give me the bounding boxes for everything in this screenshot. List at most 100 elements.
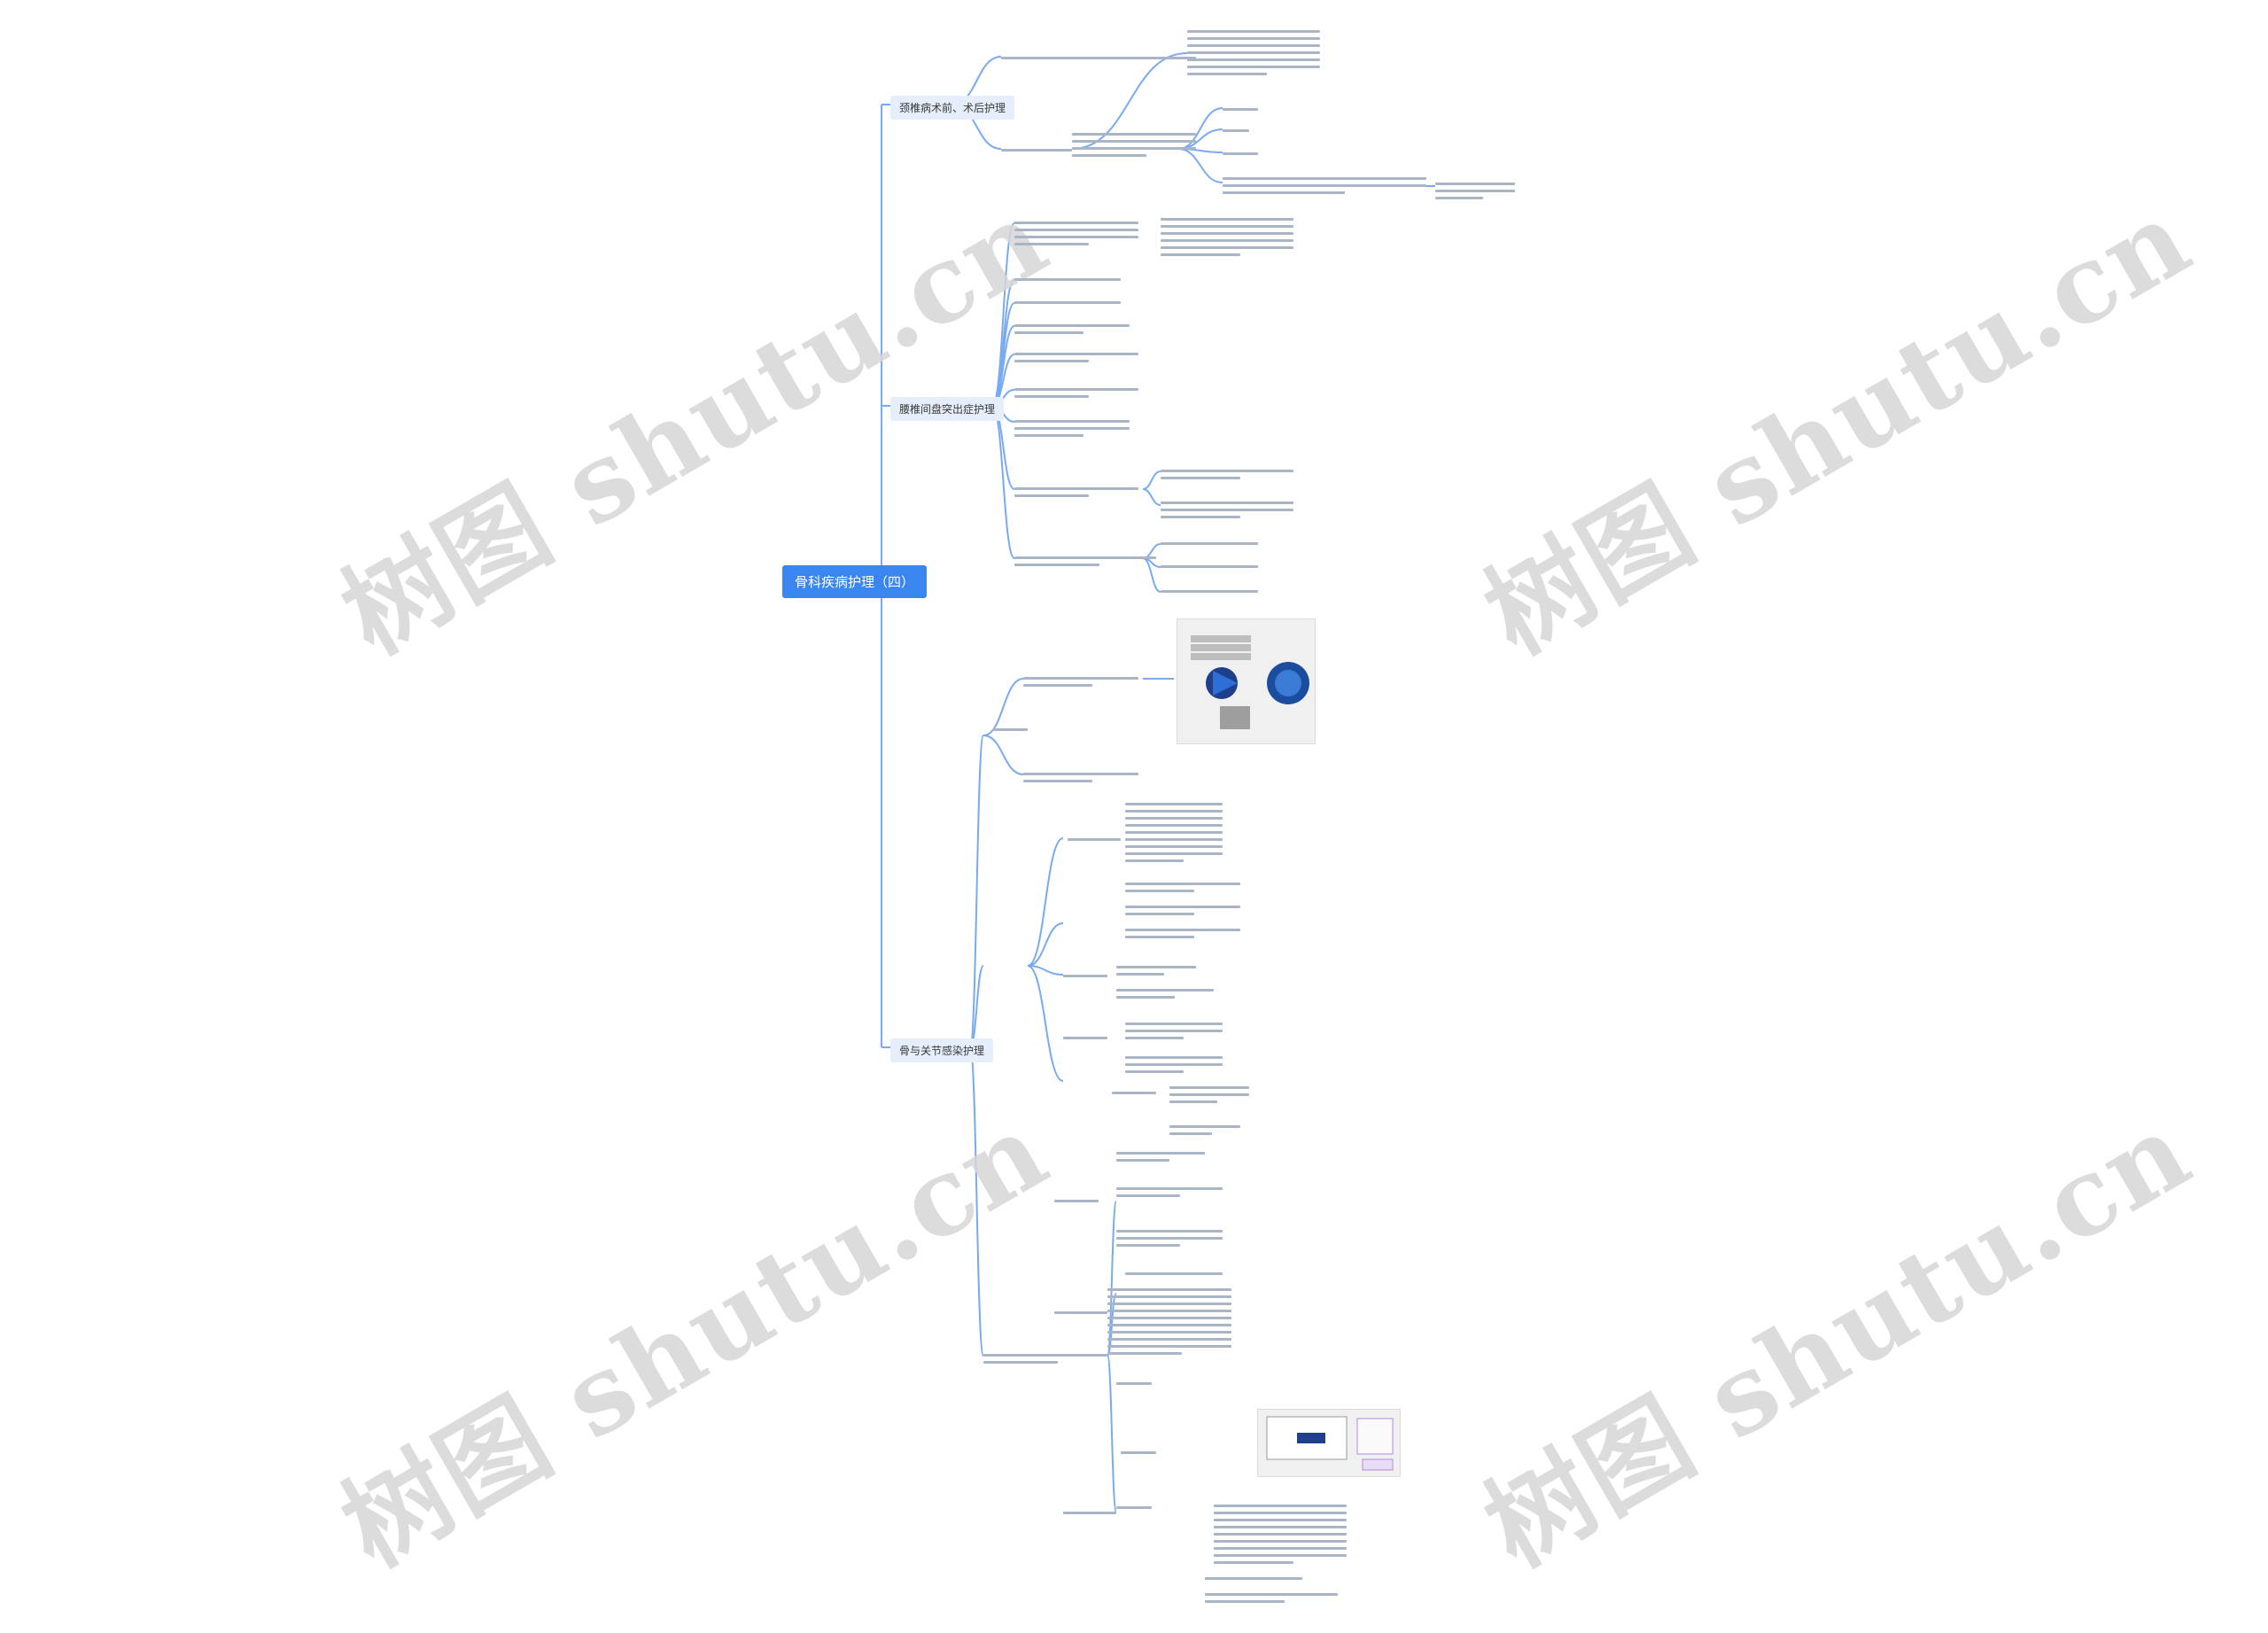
leaf-text-line bbox=[1214, 1526, 1347, 1528]
branch-cervical[interactable]: 颈椎病术前、术后护理 bbox=[890, 96, 1015, 120]
connector bbox=[969, 735, 984, 1048]
leaf-text-line bbox=[1054, 1200, 1099, 1202]
connector bbox=[1107, 1355, 1117, 1512]
leaf-text-line bbox=[1107, 1317, 1231, 1319]
leaf-text-line bbox=[1187, 51, 1320, 54]
leaf-text-line bbox=[1187, 66, 1320, 68]
leaf-text-line bbox=[1125, 1030, 1223, 1032]
leaf-text-line bbox=[1107, 1295, 1231, 1298]
leaf-text-line bbox=[1161, 542, 1258, 545]
leaf-text-line bbox=[1072, 140, 1196, 143]
leaf-text-line bbox=[1169, 1132, 1212, 1135]
leaf-text-line bbox=[1116, 1159, 1169, 1162]
leaf-text-line bbox=[1116, 1152, 1205, 1155]
leaf-text-line bbox=[1161, 218, 1293, 221]
leaf-text-line bbox=[1223, 191, 1345, 194]
connector bbox=[1142, 488, 1161, 506]
leaf-text-line bbox=[1214, 1547, 1347, 1550]
leaf-text-line bbox=[1107, 1303, 1231, 1305]
leaf-text-line bbox=[1125, 1070, 1184, 1073]
connector bbox=[991, 405, 1015, 559]
leaf-text-line bbox=[1107, 1345, 1231, 1348]
leaf-text-line bbox=[1223, 129, 1249, 132]
connector bbox=[1027, 922, 1064, 967]
leaf-text-line bbox=[1068, 838, 1121, 841]
leaf-text-line bbox=[1014, 353, 1138, 355]
branch-lumbar[interactable]: 腰椎间盘突出症护理 bbox=[890, 397, 1005, 421]
leaf-text-line bbox=[1014, 420, 1130, 423]
leaf-text-line bbox=[1014, 301, 1121, 304]
leaf-text-line bbox=[1014, 494, 1089, 497]
leaf-text-line bbox=[1125, 803, 1223, 805]
leaf-text-line bbox=[1125, 838, 1223, 841]
leaf-text-line bbox=[1161, 470, 1293, 472]
leaf-text-line bbox=[1435, 197, 1483, 199]
leaf-text-line bbox=[1014, 278, 1121, 281]
leaf-text-line bbox=[1121, 1451, 1156, 1454]
leaf-text-line bbox=[1214, 1512, 1347, 1514]
leaf-text-line bbox=[1125, 1037, 1184, 1039]
leaf-text-line bbox=[1161, 590, 1258, 593]
leaf-text-line bbox=[1014, 564, 1099, 566]
leaf-text-line bbox=[1116, 1382, 1152, 1385]
branch-infection[interactable]: 骨与关节感染护理 bbox=[890, 1038, 994, 1062]
leaf-text-line bbox=[1161, 246, 1293, 249]
leaf-text-line bbox=[1116, 1194, 1180, 1197]
leaf-text-line bbox=[1214, 1533, 1347, 1536]
leaf-text-line bbox=[1161, 239, 1293, 242]
leaf-text-line bbox=[1125, 890, 1194, 892]
leaf-text-line bbox=[1435, 190, 1515, 192]
leaf-text-line bbox=[1116, 966, 1196, 968]
connector bbox=[1142, 557, 1161, 593]
leaf-text-line bbox=[1107, 1338, 1231, 1341]
leaf-text-line bbox=[1161, 232, 1293, 235]
leaf-text-line bbox=[1063, 1037, 1107, 1039]
leaf-text-line bbox=[1161, 225, 1293, 228]
leaf-text-line bbox=[1223, 152, 1258, 155]
leaf-text-line bbox=[1107, 1324, 1231, 1326]
leaf-text-line bbox=[1014, 222, 1138, 224]
diagram-thumbnail bbox=[1177, 618, 1316, 744]
leaf-text-line bbox=[1023, 780, 1092, 782]
table-thumbnail bbox=[1257, 1409, 1401, 1477]
leaf-text-line bbox=[1205, 1600, 1285, 1603]
leaf-text-line bbox=[1014, 388, 1138, 391]
leaf-text-line bbox=[1014, 331, 1084, 334]
leaf-text-line bbox=[1014, 395, 1089, 398]
leaf-text-line bbox=[1072, 147, 1196, 150]
leaf-text-line bbox=[1072, 154, 1146, 157]
leaf-text-line bbox=[1116, 1506, 1152, 1509]
leaf-text-line bbox=[1125, 913, 1194, 915]
leaf-text-line bbox=[1014, 236, 1138, 238]
leaf-text-line bbox=[1014, 556, 1156, 559]
leaf-text-line bbox=[1112, 1092, 1156, 1094]
leaf-text-line bbox=[1014, 427, 1130, 430]
connector bbox=[983, 735, 1024, 775]
leaf-text-line bbox=[1014, 487, 1138, 490]
leaf-text-line bbox=[1014, 229, 1138, 231]
leaf-text-line bbox=[1169, 1100, 1217, 1103]
leaf-text-line bbox=[1125, 817, 1223, 820]
leaf-text-line bbox=[1125, 824, 1223, 827]
connector bbox=[969, 1046, 984, 1357]
leaf-text-line bbox=[1116, 1237, 1223, 1240]
leaf-text-line bbox=[1001, 57, 1196, 59]
connector bbox=[1027, 837, 1064, 967]
connector bbox=[1177, 148, 1223, 183]
leaf-text-line bbox=[1187, 73, 1267, 75]
leaf-text-line bbox=[1223, 184, 1426, 187]
root-topic[interactable]: 骨科疾病护理（四） bbox=[782, 565, 928, 598]
leaf-text-line bbox=[1107, 1288, 1231, 1291]
connector bbox=[1177, 107, 1223, 150]
leaf-text-line bbox=[1187, 58, 1320, 61]
connector bbox=[983, 678, 1024, 736]
leaf-text-line bbox=[1125, 852, 1223, 855]
leaf-text-line bbox=[1223, 177, 1426, 180]
connector bbox=[991, 279, 1015, 407]
leaf-text-line bbox=[1107, 1331, 1231, 1334]
leaf-text-line bbox=[1125, 810, 1223, 813]
leaf-text-line bbox=[1054, 1311, 1107, 1314]
leaf-text-line bbox=[1116, 1230, 1223, 1233]
leaf-text-line bbox=[1014, 243, 1089, 245]
leaf-text-line bbox=[1187, 44, 1320, 47]
